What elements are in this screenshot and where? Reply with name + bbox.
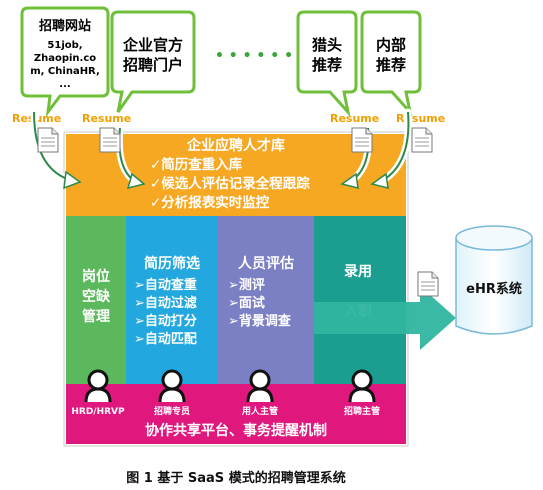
talent-pool-item: ✓简历查重入库 [150,156,243,173]
document-icon [99,127,121,153]
source-bubble-internal: 内部 推荐 [360,10,422,118]
role-hrd: HRD/HRVP [71,369,125,417]
evaluation-column [218,216,314,384]
hiring-column [314,216,406,384]
resume-label: Resume [396,112,445,125]
vacancy-line: 空缺 [82,288,111,305]
source-bubble-official-portal: 企业官方 招聘门户 [110,10,196,113]
headhunter-line: 猎头 [312,36,342,54]
screening-item: ➢自动匹配 [134,331,197,347]
recruit-sites-line: 51job, [47,40,82,51]
role-hiring-manager: 用人主管 [241,369,278,417]
role-label: 用人主管 [241,405,278,417]
evaluation-item: ➢测评 [228,277,265,293]
evaluation-title: 人员评估 [238,255,294,272]
evaluation-item: ➢背景调查 [228,313,292,329]
vacancy-column [66,216,126,384]
screening-column [126,216,218,384]
recruit-sites-line: ... [59,79,70,90]
document-icon [411,127,433,153]
arrow-heads [63,170,389,190]
hiring-to-ehr-arrow [314,286,456,350]
screening-item: ➢自动过滤 [134,295,197,311]
source-bubble-recruit-sites: 招聘网站 51job, Zhaopin.co m, ChinaHR, ... [20,6,110,118]
recruit-sites-line: m, ChinaHR, [30,66,100,77]
document-icon [37,127,59,153]
role-label: 招聘专员 [154,405,190,417]
official-portal-line: 企业官方 [122,36,183,54]
role-recruiter: 招聘专员 [154,369,190,417]
recruit-sites-title: 招聘网站 [39,18,91,34]
evaluation-item: ➢面试 [228,295,265,311]
platform-label: 协作共享平台、事务提醒机制 [145,422,327,439]
ehr-label: eHR系统 [466,281,522,297]
internal-line: 推荐 [376,56,406,74]
role-recruiting-supervisor: 招聘主管 [344,369,380,417]
hiring-line: 录用 [344,264,372,280]
headhunter-line: 推荐 [312,56,342,74]
vacancy-line: 管理 [82,308,110,325]
role-label: 招聘主管 [344,405,380,417]
document-icon [417,271,439,297]
platform-panel [66,384,406,444]
official-portal-line: 招聘门户 [123,56,183,74]
talent-pool-item: ✓候选人评估记录全程跟踪 [150,175,310,192]
document-icon [351,127,373,153]
recruit-sites-line: Zhaopin.co [34,53,96,64]
talent-pool-item: ✓分析报表实时监控 [150,194,270,211]
resume-label: Resume [330,112,379,125]
source-bubble-headhunter: 猎头 推荐 [296,10,358,118]
ehr-database: eHR系统 [455,225,533,335]
screening-item: ➢自动打分 [134,313,197,329]
more-sources-dots: • • • • • • [215,48,293,64]
screening-item: ➢自动查重 [134,277,197,293]
talent-pool-title: 企业应聘人才库 [186,137,285,154]
role-label: HRD/HRVP [71,407,125,417]
screening-title: 简历筛选 [144,255,200,272]
internal-line: 内部 [376,36,406,54]
figure-caption: 图 1 基于 SaaS 模式的招聘管理系统 [126,470,345,486]
vacancy-line: 岗位 [82,268,110,285]
resume-label: Resume [82,112,131,125]
